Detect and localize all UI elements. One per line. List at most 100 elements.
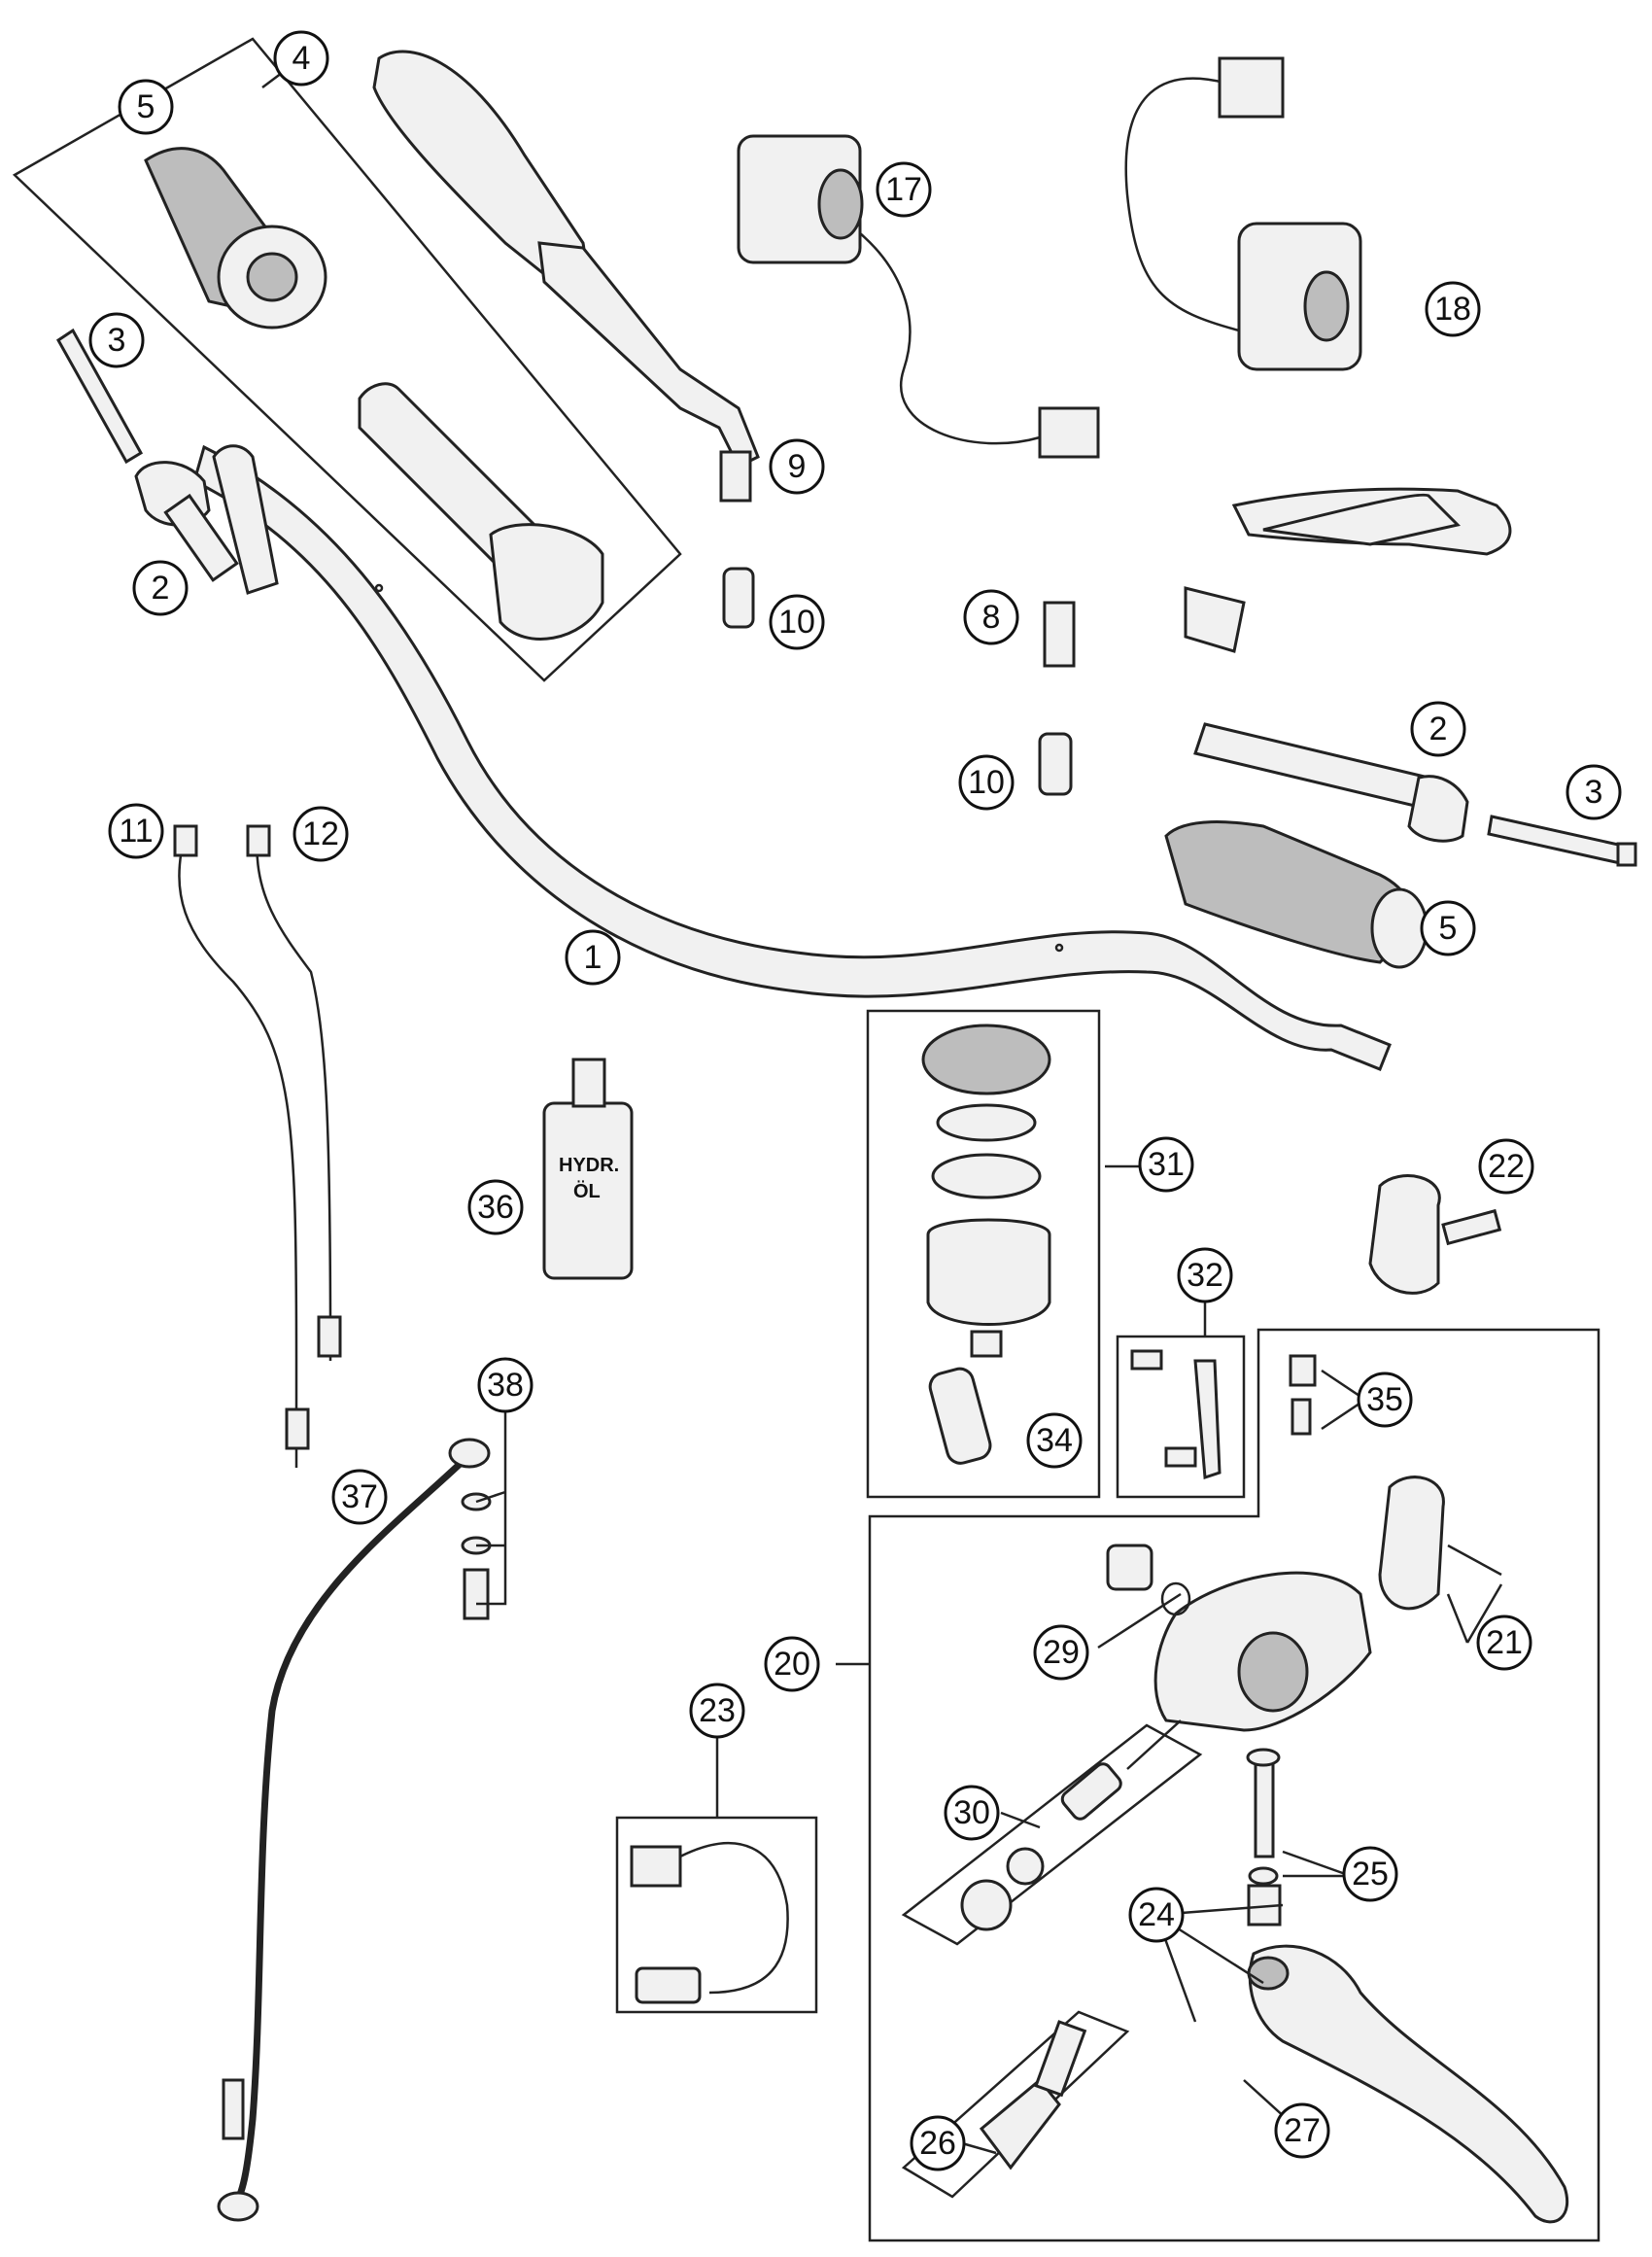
callout-4: 4: [273, 30, 329, 87]
handlebar: [192, 444, 1392, 1071]
svg-text:5: 5: [137, 88, 155, 125]
reservoir-clamp: [1368, 1174, 1502, 1295]
left-bar-tube: [212, 444, 279, 595]
svg-text:36: 36: [477, 1189, 514, 1226]
callout-38: 38: [477, 1357, 533, 1413]
callout-27: 27: [1274, 2102, 1330, 2159]
left-mirror: [372, 50, 760, 503]
svg-text:3: 3: [108, 322, 126, 359]
right-mirror: [1043, 487, 1512, 668]
svg-text:23: 23: [699, 1692, 736, 1729]
master-cylinder-clamp: [1378, 1476, 1502, 1611]
brake-line: [217, 1438, 491, 2222]
svg-text:35: 35: [1366, 1381, 1403, 1418]
group-box-reservoir: [866, 1009, 1101, 1499]
svg-text:2: 2: [1429, 711, 1448, 747]
throttle-sleeve: [358, 382, 604, 641]
svg-text:10: 10: [778, 604, 815, 641]
callout-17: 17: [876, 161, 932, 218]
callout-21: 21: [1476, 1615, 1532, 1671]
right-bar-tube: [1193, 722, 1469, 843]
piston-kit: [960, 1719, 1182, 1931]
bottle-text-line-2: ÖL: [573, 1180, 601, 1202]
svg-text:2: 2: [152, 570, 170, 607]
svg-text:30: 30: [953, 1794, 990, 1831]
callout-2-right: 2: [1410, 701, 1466, 757]
callout-10-left: 10: [769, 594, 825, 650]
svg-text:20: 20: [774, 1646, 810, 1683]
callout-26: 26: [910, 2115, 966, 2171]
callout-5-right: 5: [1420, 900, 1476, 956]
callout-18: 18: [1425, 281, 1481, 337]
callout-12: 12: [293, 806, 349, 862]
bleed-screws: [1289, 1354, 1317, 1436]
bottle-text-line-1: HYDR.: [559, 1155, 619, 1176]
callout-32: 32: [1177, 1247, 1233, 1303]
svg-text:8: 8: [982, 599, 1001, 636]
callout-35: 35: [1357, 1372, 1413, 1428]
svg-text:29: 29: [1043, 1634, 1080, 1671]
right-switch: [1124, 56, 1362, 371]
callout-3-right: 3: [1566, 764, 1622, 820]
callout-11: 11: [108, 803, 164, 859]
handlebar-hole-right: [1054, 943, 1064, 953]
svg-text:32: 32: [1187, 1257, 1223, 1294]
lever-adjuster: [979, 2020, 1087, 2170]
banjo-bolt-washers: [461, 1492, 492, 1620]
callout-25: 25: [1342, 1846, 1398, 1902]
svg-text:25: 25: [1352, 1856, 1389, 1892]
lever-pivot-bolt: [1246, 1748, 1281, 1886]
left-bar-end-weight: [56, 328, 239, 582]
callout-34: 34: [1026, 1412, 1083, 1469]
callout-8: 8: [963, 589, 1019, 645]
group-box-lever-adjuster: [901, 2010, 1130, 2199]
callout-5-left: 5: [118, 79, 174, 135]
svg-text:12: 12: [302, 816, 339, 852]
brake-fluid-reservoir: [921, 1024, 1051, 1465]
leader-lines: [261, 57, 1503, 2155]
svg-text:27: 27: [1284, 2112, 1321, 2149]
callout-1: 1: [565, 929, 621, 986]
callout-22: 22: [1478, 1138, 1534, 1195]
svg-text:18: 18: [1434, 291, 1471, 328]
callout-30: 30: [944, 1785, 1000, 1841]
svg-text:5: 5: [1439, 910, 1458, 947]
svg-text:34: 34: [1036, 1422, 1073, 1459]
svg-text:38: 38: [487, 1367, 524, 1404]
reservoir-bracket: [1130, 1349, 1222, 1480]
callout-10-right: 10: [958, 754, 1015, 811]
callout-2-left: 2: [132, 560, 189, 616]
brake-light-switch: [630, 1842, 789, 2004]
callout-23: 23: [689, 1683, 745, 1739]
svg-text:26: 26: [919, 2125, 956, 2162]
brake-master-cylinder: [1106, 1544, 1372, 1732]
left-grip: [144, 147, 327, 330]
callout-9: 9: [769, 438, 825, 495]
svg-text:24: 24: [1138, 1896, 1175, 1933]
group-box-piston-kit: [901, 1723, 1203, 1946]
svg-text:22: 22: [1488, 1148, 1525, 1185]
group-box-reservoir-bracket: [1116, 1335, 1246, 1499]
callout-20: 20: [764, 1636, 820, 1692]
callout-3-left: 3: [88, 312, 145, 368]
svg-text:1: 1: [584, 939, 602, 976]
callout-24: 24: [1128, 1887, 1185, 1943]
left-switch: [737, 134, 1100, 459]
svg-text:10: 10: [968, 764, 1005, 801]
handlebar-hole-left: [374, 583, 384, 593]
group-box-master-cylinder: [868, 1328, 1600, 2242]
svg-text:11: 11: [119, 813, 153, 850]
callout-31: 31: [1138, 1136, 1194, 1193]
svg-text:21: 21: [1486, 1624, 1523, 1661]
right-grip: [1164, 820, 1428, 969]
right-bar-end-screw: [1487, 815, 1637, 867]
mirror-adapter-right: [1038, 732, 1073, 796]
mirror-adapter-left: [722, 567, 755, 629]
callout-29: 29: [1033, 1624, 1089, 1681]
svg-text:9: 9: [788, 448, 807, 485]
svg-text:3: 3: [1585, 774, 1603, 811]
svg-text:4: 4: [293, 40, 311, 77]
callout-36: 36: [467, 1179, 524, 1235]
brake-lever: [1247, 1884, 1569, 2224]
